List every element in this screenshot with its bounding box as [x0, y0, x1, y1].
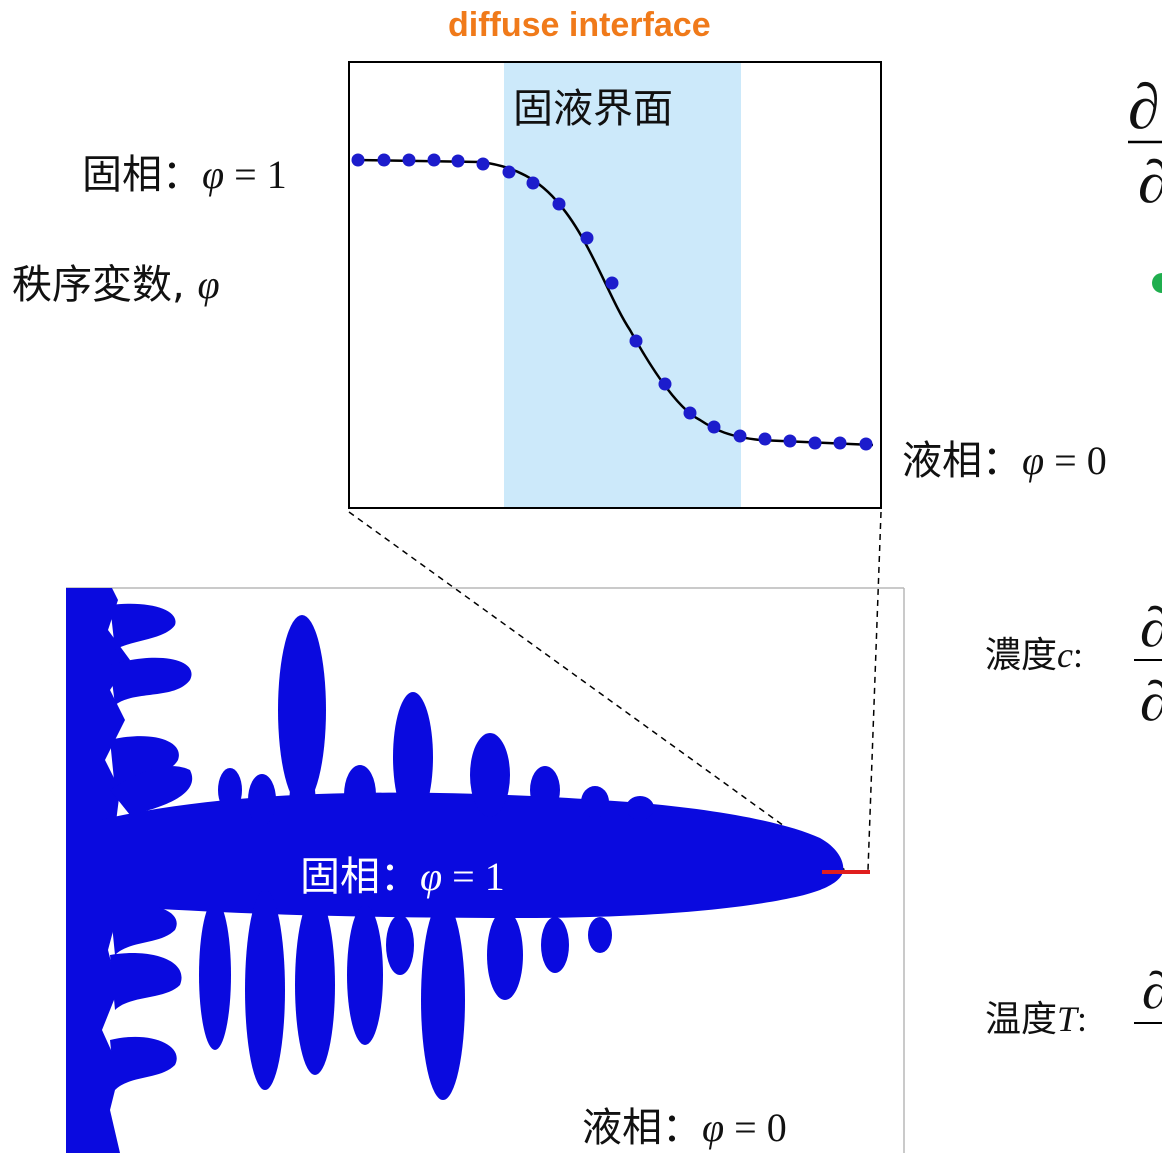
profile-liquid-label: 液相：φ = 0 [902, 428, 1107, 486]
profile-point [451, 154, 465, 168]
concentration-label-colon: : [1073, 635, 1084, 675]
profile-point [427, 153, 441, 167]
profile-point [580, 231, 594, 245]
profile-ylabel-symbol: φ [197, 262, 220, 307]
profile-point [658, 377, 672, 391]
dendrite-liquid-label-value: 0 [766, 1105, 787, 1150]
profile-point [833, 436, 847, 450]
profile-ylabel: 秩序変数, φ [12, 252, 220, 310]
profile-ylabel-text: 秩序変数, [12, 262, 198, 308]
profile-solid-label-value: 1 [266, 152, 287, 197]
profile-solid-label-eq: = [224, 152, 267, 197]
profile-liquid-label-value: 0 [1086, 438, 1107, 483]
profile-point [377, 153, 391, 167]
profile-point [707, 420, 721, 434]
profile-plot-frame [348, 61, 882, 509]
temperature-label-text: 温度 [985, 999, 1058, 1040]
dendrite-solid-label: 固相：φ = 1 [300, 844, 505, 902]
concentration-label-text: 濃度 [985, 635, 1058, 676]
profile-point [733, 429, 747, 443]
profile-liquid-label-eq: = [1044, 438, 1087, 483]
dendrite-solid-label-eq: = [442, 854, 485, 899]
dendrite-liquid-label: 液相：φ = 0 [582, 1095, 787, 1153]
eq2-numerator-partial: ∂ [1140, 596, 1162, 660]
dendrite-solid-label-symbol: φ [420, 854, 443, 899]
profile-point [351, 153, 365, 167]
dendrite-liquid-label-prefix: 液相： [582, 1105, 702, 1151]
eq3-numerator-partial: ∂ [1142, 962, 1162, 1021]
temperature-label-colon: : [1077, 999, 1088, 1039]
profile-solid-label-symbol: φ [202, 152, 225, 197]
profile-liquid-label-symbol: φ [1022, 438, 1045, 483]
profile-points [351, 153, 873, 451]
profile-point [859, 437, 873, 451]
dendrite-panel [66, 587, 905, 1153]
dendrite-solid-label-value: 1 [484, 854, 505, 899]
profile-solid-label: 固相：φ = 1 [82, 142, 287, 200]
profile-point [783, 434, 797, 448]
dendrite-liquid-label-eq: = [724, 1105, 767, 1150]
interface-band [504, 62, 741, 508]
profile-point [683, 406, 697, 420]
profile-point [552, 197, 566, 211]
eq1-denominator-partial: ∂ [1138, 148, 1162, 217]
profile-point [808, 436, 822, 450]
equation-fragments [1128, 140, 1162, 1024]
eq1-numerator-partial: ∂ [1128, 71, 1160, 142]
profile-solid-label-prefix: 固相： [82, 152, 202, 198]
profile-point [629, 334, 643, 348]
concentration-label-symbol: c [1057, 635, 1073, 675]
dendrite-solid-label-prefix: 固相： [300, 854, 420, 900]
zoom-connector-left [348, 511, 846, 871]
profile-point [502, 165, 516, 179]
green-marker [1152, 273, 1162, 293]
dendrite-liquid-label-symbol: φ [702, 1105, 725, 1150]
concentration-label: 濃度c: [985, 626, 1083, 678]
dendrite-shape [66, 588, 844, 1153]
eq2-denominator-partial: ∂ [1140, 670, 1162, 734]
interface-label: 固液界面 [513, 86, 673, 132]
diagram-title: diffuse interface [448, 6, 711, 44]
profile-point [605, 276, 619, 290]
profile-point [402, 153, 416, 167]
zoom-connector-right [867, 511, 882, 871]
profile-point [476, 157, 490, 171]
profile-plot [348, 61, 882, 509]
temperature-label-symbol: T [1057, 999, 1078, 1039]
temperature-label: 温度T: [985, 990, 1087, 1042]
profile-point [526, 176, 540, 190]
profile-point [758, 432, 772, 446]
profile-liquid-label-prefix: 液相： [902, 438, 1022, 484]
